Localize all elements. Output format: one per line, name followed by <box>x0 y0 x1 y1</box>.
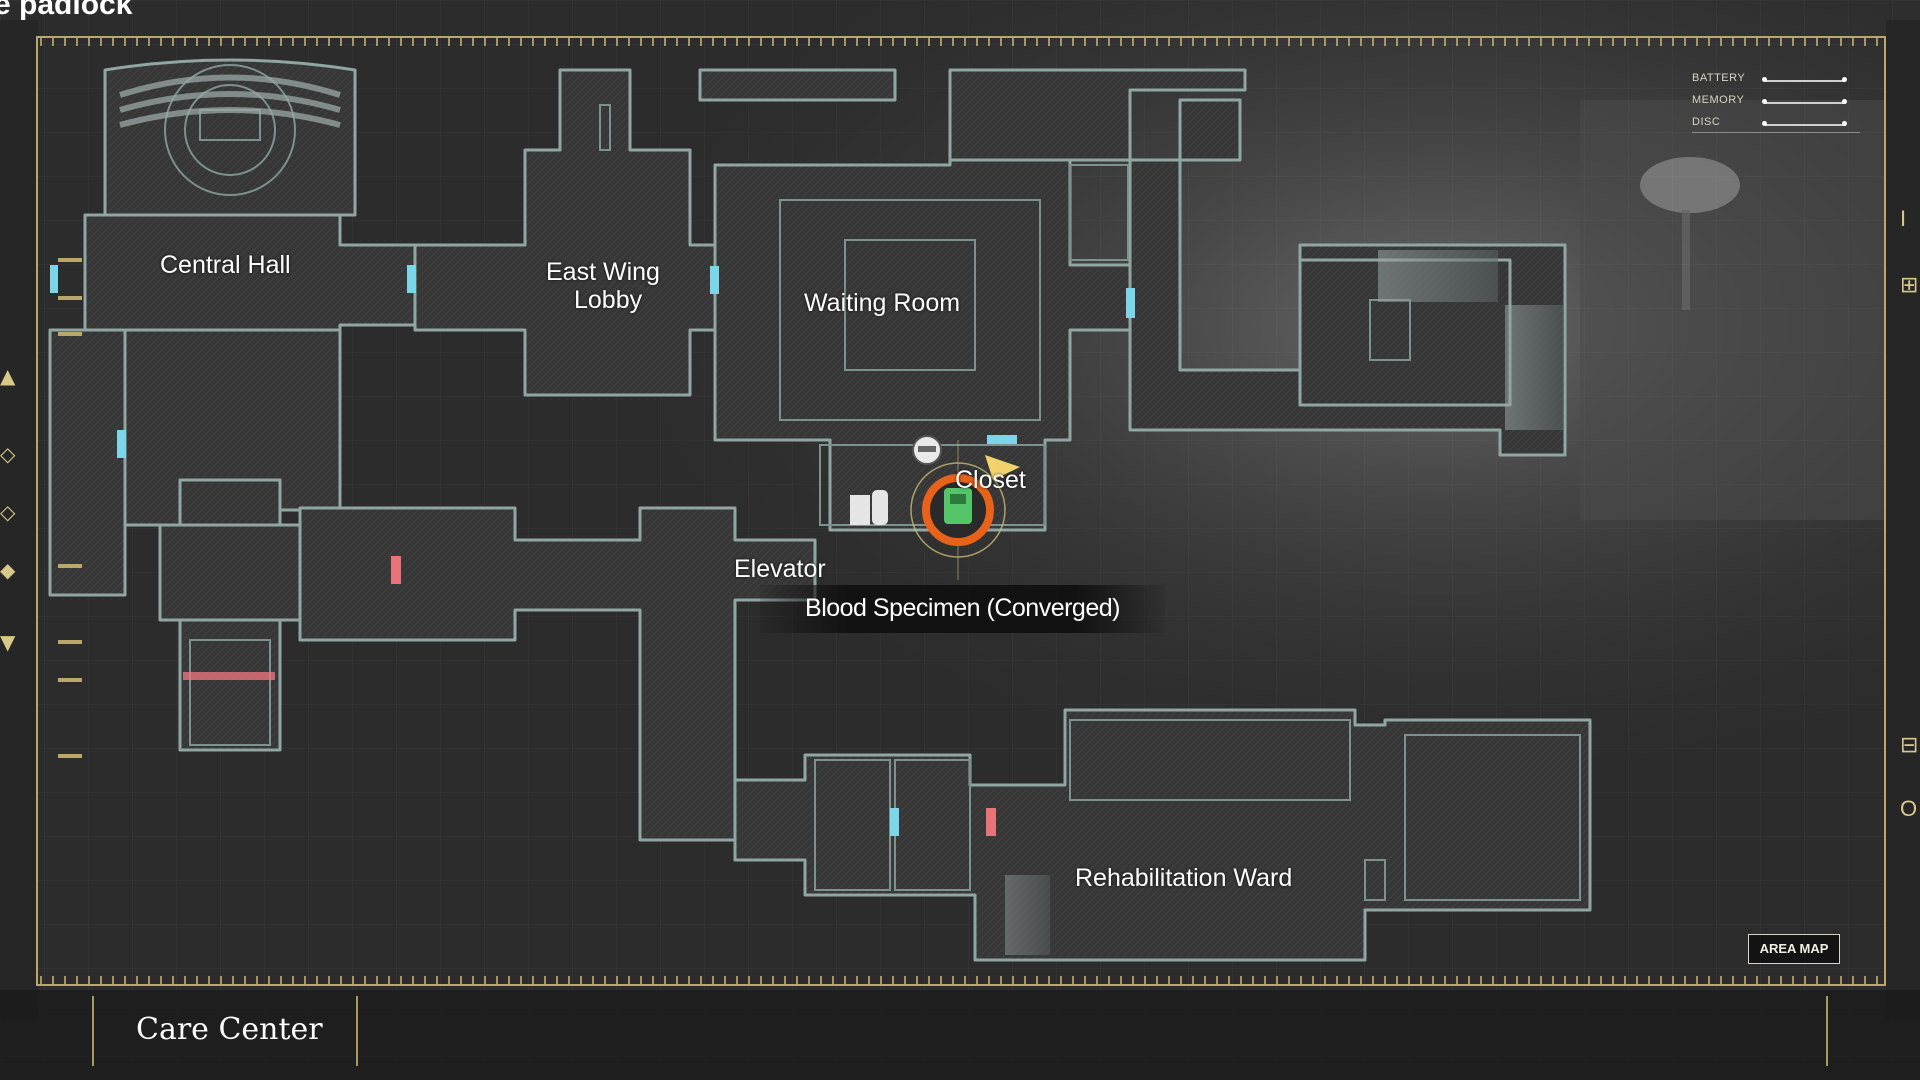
room-label-waiting-room: Waiting Room <box>804 289 961 317</box>
status-memory-label: MEMORY <box>1692 94 1745 106</box>
minus-icon[interactable]: ⊟ <box>1900 732 1919 757</box>
bottom-bar <box>0 990 1920 1080</box>
room-label-central-hall: Central Hall <box>160 251 291 279</box>
status-disc-knob-left <box>1762 121 1767 126</box>
plus-icon[interactable]: ⊞ <box>1900 272 1919 297</box>
area-map-button[interactable]: AREA MAP <box>1748 934 1840 964</box>
item-tooltip: Blood Specimen (Converged) <box>760 585 1165 633</box>
triangle-down-icon: ▼ <box>0 630 16 654</box>
triangle-up-icon: ▲ <box>0 364 16 388</box>
status-battery-knob-left <box>1762 77 1767 82</box>
bottles-icon[interactable] <box>850 490 888 525</box>
item-tooltip-name: Blood Specimen (Converged) <box>805 594 1120 622</box>
room-label-east-wing: East Wing <box>546 258 660 286</box>
room-label-elevator: Elevator <box>734 555 826 583</box>
right-edge-mark: O <box>1900 796 1918 821</box>
status-disc-track <box>1764 124 1846 126</box>
room-label-lobby: Lobby <box>574 286 643 314</box>
hint-text: e padlock <box>0 0 133 21</box>
frame-ruler-top <box>40 38 1880 46</box>
status-memory: MEMORY <box>1692 94 1860 112</box>
player-arrow-icon <box>985 455 1020 480</box>
status-memory-knob-left <box>1762 99 1767 104</box>
frame-ruler-bottom <box>40 976 1880 984</box>
locked-doors <box>391 556 996 836</box>
bottom-divider-mid <box>356 996 358 1066</box>
status-disc-label: DISC <box>1692 116 1721 128</box>
location-name: Care Center <box>136 1012 323 1047</box>
status-memory-knob-right <box>1842 99 1847 104</box>
status-battery-label: BATTERY <box>1692 72 1746 84</box>
diamond-icon: ◇ <box>0 500 16 524</box>
status-divider <box>1692 132 1860 133</box>
status-disc: DISC <box>1692 116 1860 134</box>
diamond-filled-icon: ◆ <box>0 558 16 582</box>
save-ribbon-icon[interactable] <box>912 435 942 465</box>
status-battery-track <box>1764 80 1846 82</box>
diamond-icon: ◇ <box>0 442 16 466</box>
status-disc-knob-right <box>1842 121 1847 126</box>
right-edge-mark: I <box>1900 206 1907 231</box>
item-marker[interactable] <box>910 440 1006 580</box>
side-legend-bars <box>58 258 82 758</box>
room-label-rehabilitation-ward: Rehabilitation Ward <box>1075 864 1293 892</box>
status-memory-track <box>1764 102 1846 104</box>
open-doors <box>50 265 1135 836</box>
status-battery: BATTERY <box>1692 72 1860 90</box>
status-battery-knob-right <box>1842 77 1847 82</box>
device-status-panel: BATTERY MEMORY DISC <box>1692 72 1860 182</box>
bottom-divider-left <box>92 996 94 1066</box>
room-label-closet: Closet <box>955 466 1026 494</box>
bottom-divider-right <box>1826 996 1828 1066</box>
